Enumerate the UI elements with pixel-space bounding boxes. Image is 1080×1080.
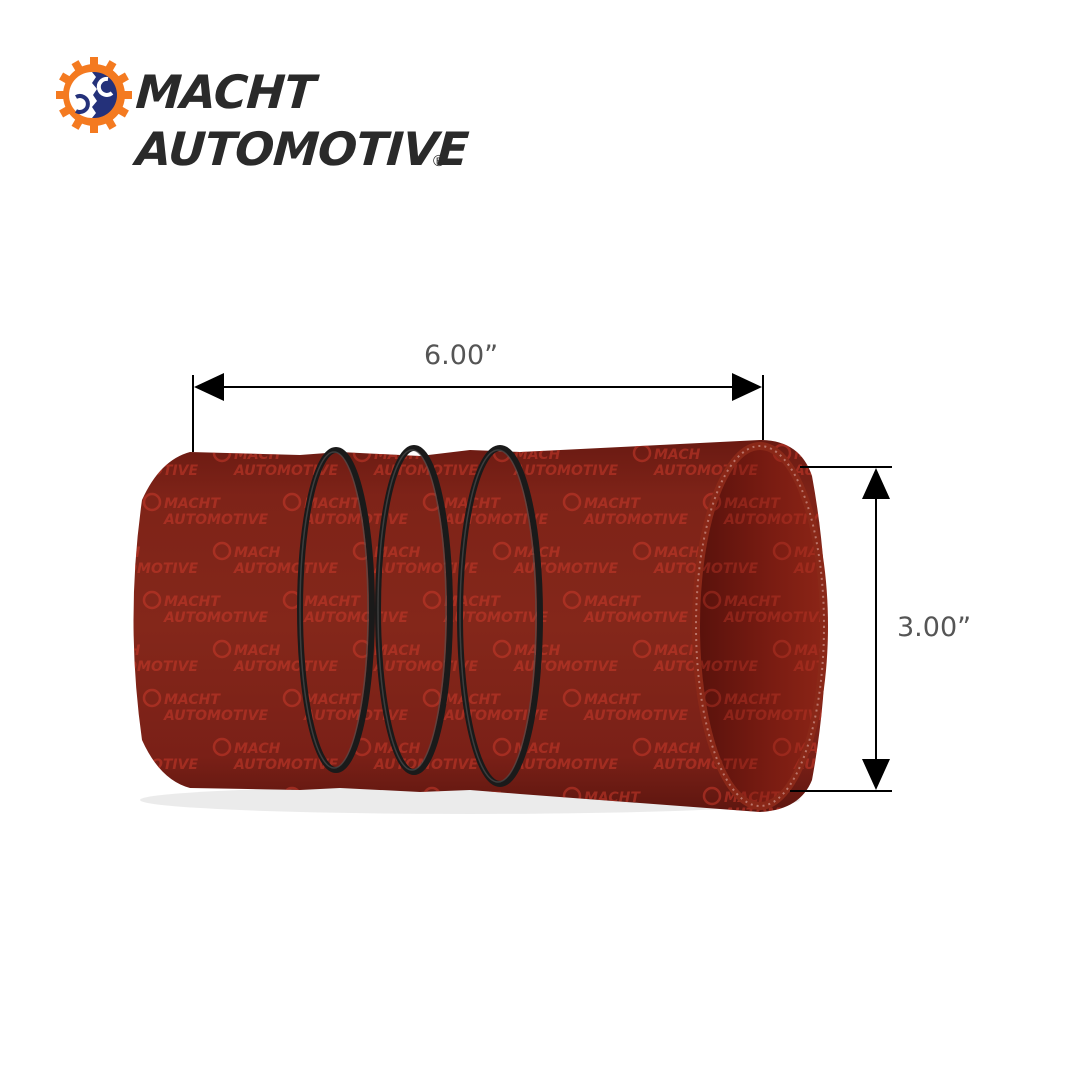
diameter-dimension-label: 3.00” <box>897 612 972 643</box>
brand-logo: MACHT AUTOMOTIVE ® <box>56 57 470 176</box>
registered-mark: ® <box>433 153 445 170</box>
gear-icon <box>56 57 132 133</box>
length-dimension-label: 6.00” <box>424 340 499 371</box>
